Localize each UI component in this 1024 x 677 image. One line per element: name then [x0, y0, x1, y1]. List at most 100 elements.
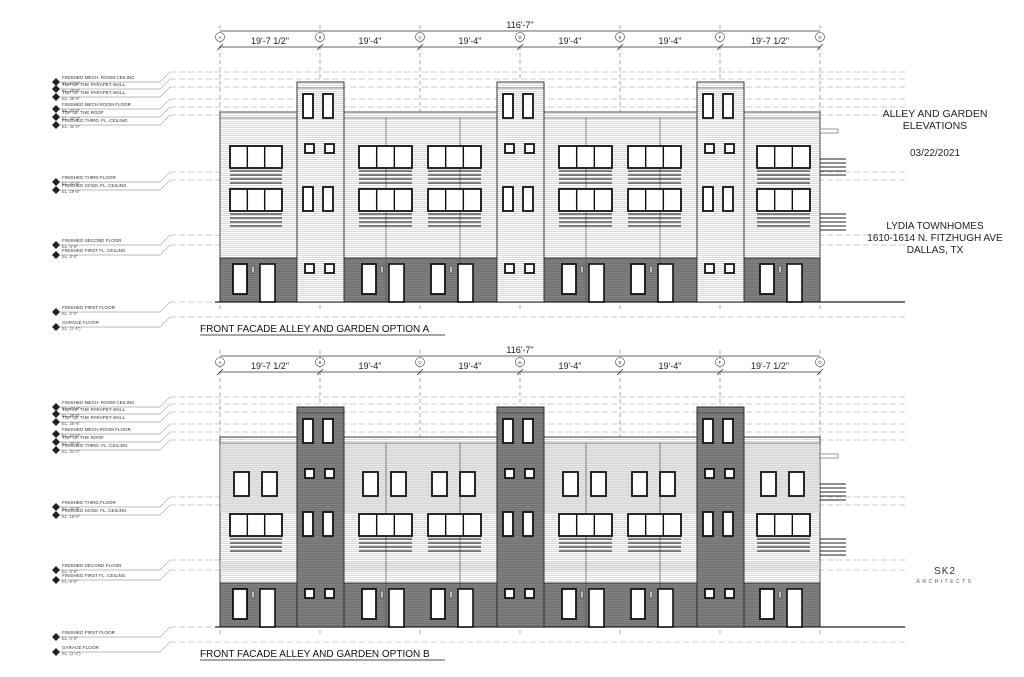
level-marker-icon [52, 446, 60, 454]
level-leader [159, 179, 171, 191]
wall-light [580, 590, 584, 599]
level-leader [159, 244, 171, 256]
unit-window [558, 188, 613, 212]
grid-bubble [815, 357, 825, 367]
unit-window [427, 145, 482, 169]
level-leader [159, 98, 171, 110]
tower-window [722, 511, 734, 537]
unit-window [627, 188, 682, 212]
level-elevation: EL. 19'-8" [62, 514, 81, 519]
tower-small-window [524, 468, 535, 479]
level-marker-icon [52, 438, 60, 446]
level-name: FINISHED MECH. ROOM CEILING [62, 400, 135, 405]
tower-small-window [324, 143, 335, 154]
level-marker-icon [52, 113, 60, 121]
grid-label: C [418, 35, 422, 40]
unit-window [427, 513, 482, 537]
side-canopy [819, 128, 839, 134]
tower-small-window [304, 588, 315, 599]
level-elevation: EL. 9'-8" [62, 244, 78, 249]
level-marker-icon [52, 85, 60, 93]
tower-small-window [704, 468, 715, 479]
grid-label: C [418, 360, 422, 365]
bay-dimension: 19'-4" [359, 361, 382, 371]
tower-small-window [704, 143, 715, 154]
tower-small-window [524, 263, 535, 274]
logo-subtitle: ARCHITECTS [916, 579, 974, 585]
level-elevation: EL. 32'-8" [62, 116, 81, 121]
unit-window [233, 471, 250, 497]
tower-window [522, 418, 534, 444]
entry-door [786, 263, 803, 303]
level-leader [159, 78, 171, 90]
level-elevation: EL. 33'-0" [62, 433, 81, 438]
grid-bubble [515, 357, 525, 367]
unit-window-ground [759, 588, 775, 620]
level-name: FINISHED SCND. FL. CEILING [62, 183, 127, 188]
level-leader [159, 106, 171, 118]
level-leader [159, 431, 171, 443]
unit-window [229, 188, 283, 212]
level-name: FINISHED SECOND FLOOR [62, 238, 122, 243]
level-marker-icon [52, 410, 60, 418]
grid-label: D [518, 35, 522, 40]
unit-window [631, 471, 648, 497]
tower-small-window [304, 263, 315, 274]
tower-small-window [504, 588, 515, 599]
level-elevation: EL. 21'-8" [62, 506, 81, 511]
level-name: FINISHED SCND. FL. CEILING [62, 508, 127, 513]
grid-label: A [218, 360, 221, 365]
level-elevation: EL. 41'-8" [62, 81, 81, 86]
grid-bubble [315, 32, 325, 42]
tower-window [322, 186, 334, 212]
bay-dimension: 19'-7 1/2" [751, 361, 789, 371]
dimension-tick [316, 43, 324, 51]
unit-window [431, 471, 448, 497]
bay-dimension: 19'-4" [459, 36, 482, 46]
level-marker-icon [52, 418, 60, 426]
level-leader [159, 411, 171, 423]
unit-window [362, 471, 379, 497]
level-marker-icon [52, 323, 60, 331]
level-elevation: EL. 19'-8" [62, 189, 81, 194]
entry-door [588, 263, 605, 303]
level-elevation: EL. 33'-0" [62, 108, 81, 113]
level-marker-icon [52, 308, 60, 316]
level-marker-icon [52, 648, 60, 656]
unit-window [756, 513, 811, 537]
level-name: FINISHED FIRST FLOOR [62, 630, 116, 635]
tower-window [302, 186, 314, 212]
unit-window-ground [232, 263, 248, 295]
tower-window [502, 418, 514, 444]
tower-window [502, 93, 514, 119]
tower-small-window [524, 588, 535, 599]
level-leader [159, 626, 171, 638]
unit-window [558, 513, 613, 537]
unit-window [459, 471, 476, 497]
unit-window [760, 471, 777, 497]
grid-bubble [815, 32, 825, 42]
unit-window-ground [430, 588, 446, 620]
bay-dimension: 19'-4" [659, 361, 682, 371]
level-marker-icon [52, 121, 60, 129]
bay-dimension: 19'-7 1/2" [251, 36, 289, 46]
project-address: 1610-1614 N. FITZHUGH AVE [867, 233, 1003, 244]
unit-window [627, 145, 682, 169]
tower-small-window [504, 263, 515, 274]
tower-window [522, 511, 534, 537]
tower-small-window [524, 143, 535, 154]
grid-label: F [719, 360, 722, 365]
level-leader [159, 301, 171, 313]
grid-bubble [415, 32, 425, 42]
entry-door [457, 588, 474, 628]
level-elevation: EL. 31'-0" [62, 449, 81, 454]
firm-logo: SK2 ARCHITECTS [905, 566, 985, 585]
dimension-tick [616, 43, 624, 51]
level-marker-icon [52, 93, 60, 101]
level-leader [159, 403, 171, 415]
level-marker-icon [52, 105, 60, 113]
project-city: DALLAS, TX [906, 245, 964, 256]
unit-window [756, 145, 811, 169]
